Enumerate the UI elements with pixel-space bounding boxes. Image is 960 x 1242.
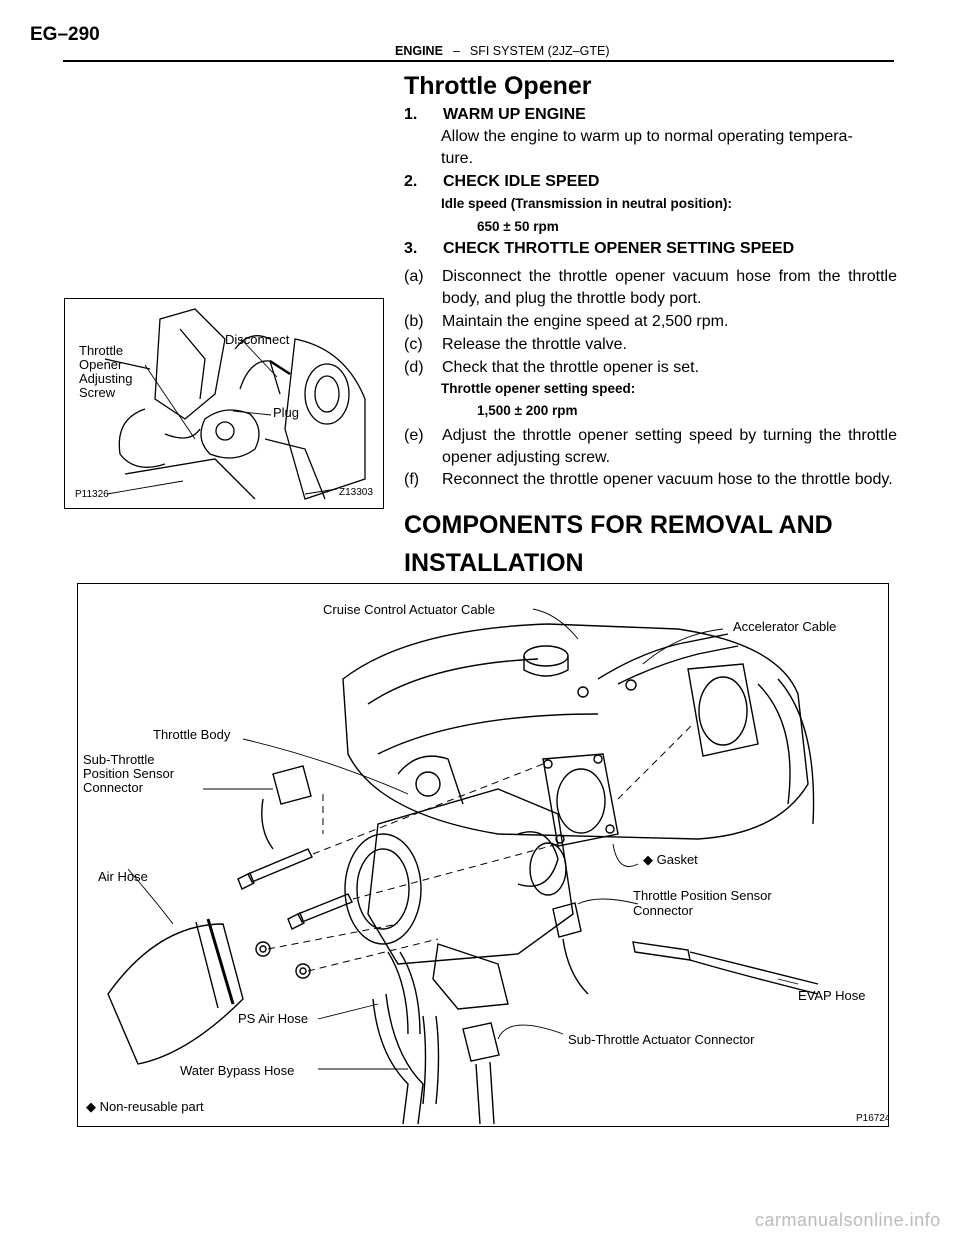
subsection-name: SFI SYSTEM (2JZ–GTE) [469,44,610,58]
substep-e-text: Adjust the throttle opener setting speed… [442,427,897,466]
step-1-heading: 1. WARM UP ENGINE [404,106,897,124]
opener-speed-spec-label: Throttle opener setting speed: [441,381,636,396]
page-number: EG–290 [30,24,100,45]
step-1-number: 1. [404,106,418,123]
components-title-line1: COMPONENTS FOR REMOVAL AND [404,511,833,539]
substep-b: (b) Maintain the engine speed at 2,500 r… [404,311,897,333]
label-throttle-body: Throttle Body [153,727,231,742]
label-tps-line1: Throttle Position Sensor [633,888,772,903]
substep-c-text: Release the throttle valve. [442,336,627,353]
label-tps-line2: Connector [633,903,694,918]
label-cruise-cable: Cruise Control Actuator Cable [323,602,495,617]
disconnect-label: Disconnect [225,332,290,347]
substep-d-text: Check that the throttle opener is set. [442,359,700,376]
substep-a-text: Disconnect the throttle opener vacuum ho… [442,268,897,307]
label-sub-tps-line2: Position Sensor [83,766,175,781]
throttle-opener-illustration: Throttle Opener Adjusting Screw Disconne… [75,308,373,500]
substep-f-label: (f) [404,471,420,488]
substep-e-label: (e) [404,427,424,444]
substep-d-label: (d) [404,359,424,376]
idle-speed-spec-value: 650 ± 50 rpm [477,219,559,234]
step-2-heading: 2. CHECK IDLE SPEED [404,173,897,191]
substep-f-text: Reconnect the throttle opener vacuum hos… [442,471,893,488]
section-title-components: COMPONENTS FOR REMOVAL AND INSTALLATION [404,506,924,582]
label-air-hose: Air Hose [98,869,148,884]
label-water-bypass: Water Bypass Hose [180,1063,294,1078]
step-3-title: CHECK THROTTLE OPENER SETTING SPEED [443,240,795,257]
step-3-heading: 3. CHECK THROTTLE OPENER SETTING SPEED [404,240,897,258]
label-accelerator-cable: Accelerator Cable [733,619,836,634]
substep-a: (a) Disconnect the throttle opener vacuu… [404,266,897,310]
components-title-line2: INSTALLATION [404,549,584,577]
label-non-reusable: ◆ Non-reusable part [86,1099,204,1114]
substep-b-label: (b) [404,313,424,330]
components-figure: Cruise Control Actuator Cable Accelerato… [77,583,889,1127]
substep-c: (c) Release the throttle valve. [404,334,897,356]
substep-e: (e) Adjust the throttle opener setting s… [404,425,897,469]
screw-label-line4: Screw [79,385,116,400]
section-title-throttle-opener: Throttle Opener [404,72,592,100]
label-evap-hose: EVAP Hose [798,988,865,1003]
substep-a-label: (a) [404,268,424,285]
watermark: carmanualsonline.info [755,1210,941,1230]
substep-f: (f) Reconnect the throttle opener vacuum… [404,469,897,491]
label-ps-air-hose: PS Air Hose [238,1011,308,1026]
label-sub-tps-line1: Sub-Throttle [83,752,155,767]
running-head: ENGINE–SFI SYSTEM (2JZ–GTE) [395,44,610,58]
figure1-code-right: Z13303 [339,487,373,498]
step-2-number: 2. [404,173,418,190]
label-sub-tps-line3: Connector [83,780,144,795]
step-1-text-cont: ture. [441,150,474,167]
header-rule [63,60,894,62]
substep-d: (d) Check that the throttle opener is se… [404,357,897,379]
screw-label-line3: Adjusting [79,371,132,386]
figure2-code: P16724 [856,1113,888,1124]
substep-c-label: (c) [404,336,423,353]
label-gasket: ◆ Gasket [643,852,698,867]
label-sub-actuator: Sub-Throttle Actuator Connector [568,1032,755,1047]
step-1-title: WARM UP ENGINE [443,106,586,123]
plug-label: Plug [273,405,299,420]
components-illustration: Cruise Control Actuator Cable Accelerato… [83,602,888,1125]
step-3-number: 3. [404,240,418,257]
substep-b-text: Maintain the engine speed at 2,500 rpm. [442,313,729,330]
idle-speed-spec-label: Idle speed (Transmission in neutral posi… [441,196,733,211]
screw-label-line2: Opener [79,357,123,372]
throttle-opener-figure: Throttle Opener Adjusting Screw Disconne… [64,298,384,509]
step-2-title: CHECK IDLE SPEED [443,173,600,190]
screw-label-line1: Throttle [79,343,123,358]
section-name: ENGINE [395,44,443,58]
opener-speed-spec-value: 1,500 ± 200 rpm [477,403,578,418]
header-separator: – [452,44,460,58]
figure1-code-left: P11326 [75,489,109,500]
step-1-text: Allow the engine to warm up to normal op… [441,128,853,145]
